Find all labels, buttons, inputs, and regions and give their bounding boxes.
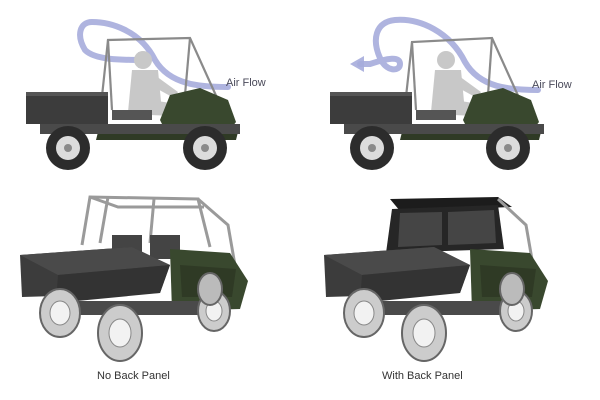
airflow-arrow <box>77 18 231 90</box>
caption-with-back-panel: With Back Panel <box>382 370 463 382</box>
airflow-label: Air Flow <box>532 79 572 91</box>
rear-left-wheel <box>343 288 385 338</box>
front-right-wheel <box>499 272 525 306</box>
front-wheel <box>183 126 227 170</box>
utv-side-view-airflow-through-cab <box>26 18 240 170</box>
panel-top-right: Air Flow <box>300 0 600 185</box>
rear-wheel <box>350 126 394 170</box>
front-wheel <box>486 126 530 170</box>
utv-perspective-back-panel <box>324 197 548 362</box>
airflow-label: Air Flow <box>226 77 266 89</box>
caption-no-back-panel: No Back Panel <box>97 370 170 382</box>
panel-top-left: Air Flow <box>0 0 300 185</box>
utv-perspective-open-back <box>20 195 248 362</box>
rear-right-wheel <box>401 304 447 362</box>
panel-bottom-left: No Back Panel <box>0 185 300 400</box>
cargo-bed <box>26 92 108 124</box>
panel-bottom-right: With Back Panel <box>300 185 600 400</box>
airflow-arrow <box>357 16 541 93</box>
rear-right-wheel <box>97 304 143 362</box>
cargo-bed <box>330 92 412 124</box>
utv-side-view-airflow-deflected <box>330 16 544 170</box>
rear-wheel <box>46 126 90 170</box>
front-right-wheel <box>197 272 223 306</box>
rear-left-wheel <box>39 288 81 338</box>
